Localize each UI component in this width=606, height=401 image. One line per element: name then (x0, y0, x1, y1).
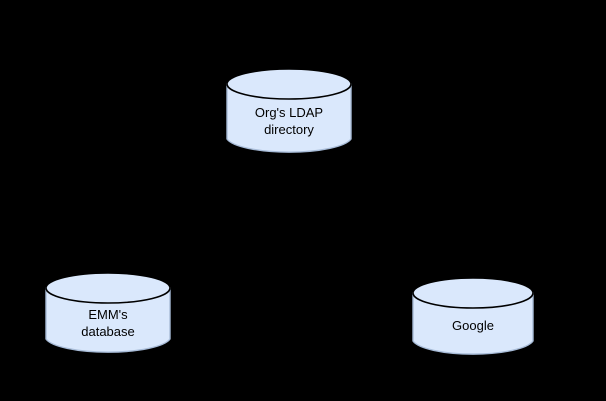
cylinder-shape-emms-database[interactable] (45, 272, 171, 355)
cylinder-shape-orgs-ldap-directory[interactable] (226, 68, 352, 155)
cylinder-shape-google[interactable] (412, 277, 534, 357)
